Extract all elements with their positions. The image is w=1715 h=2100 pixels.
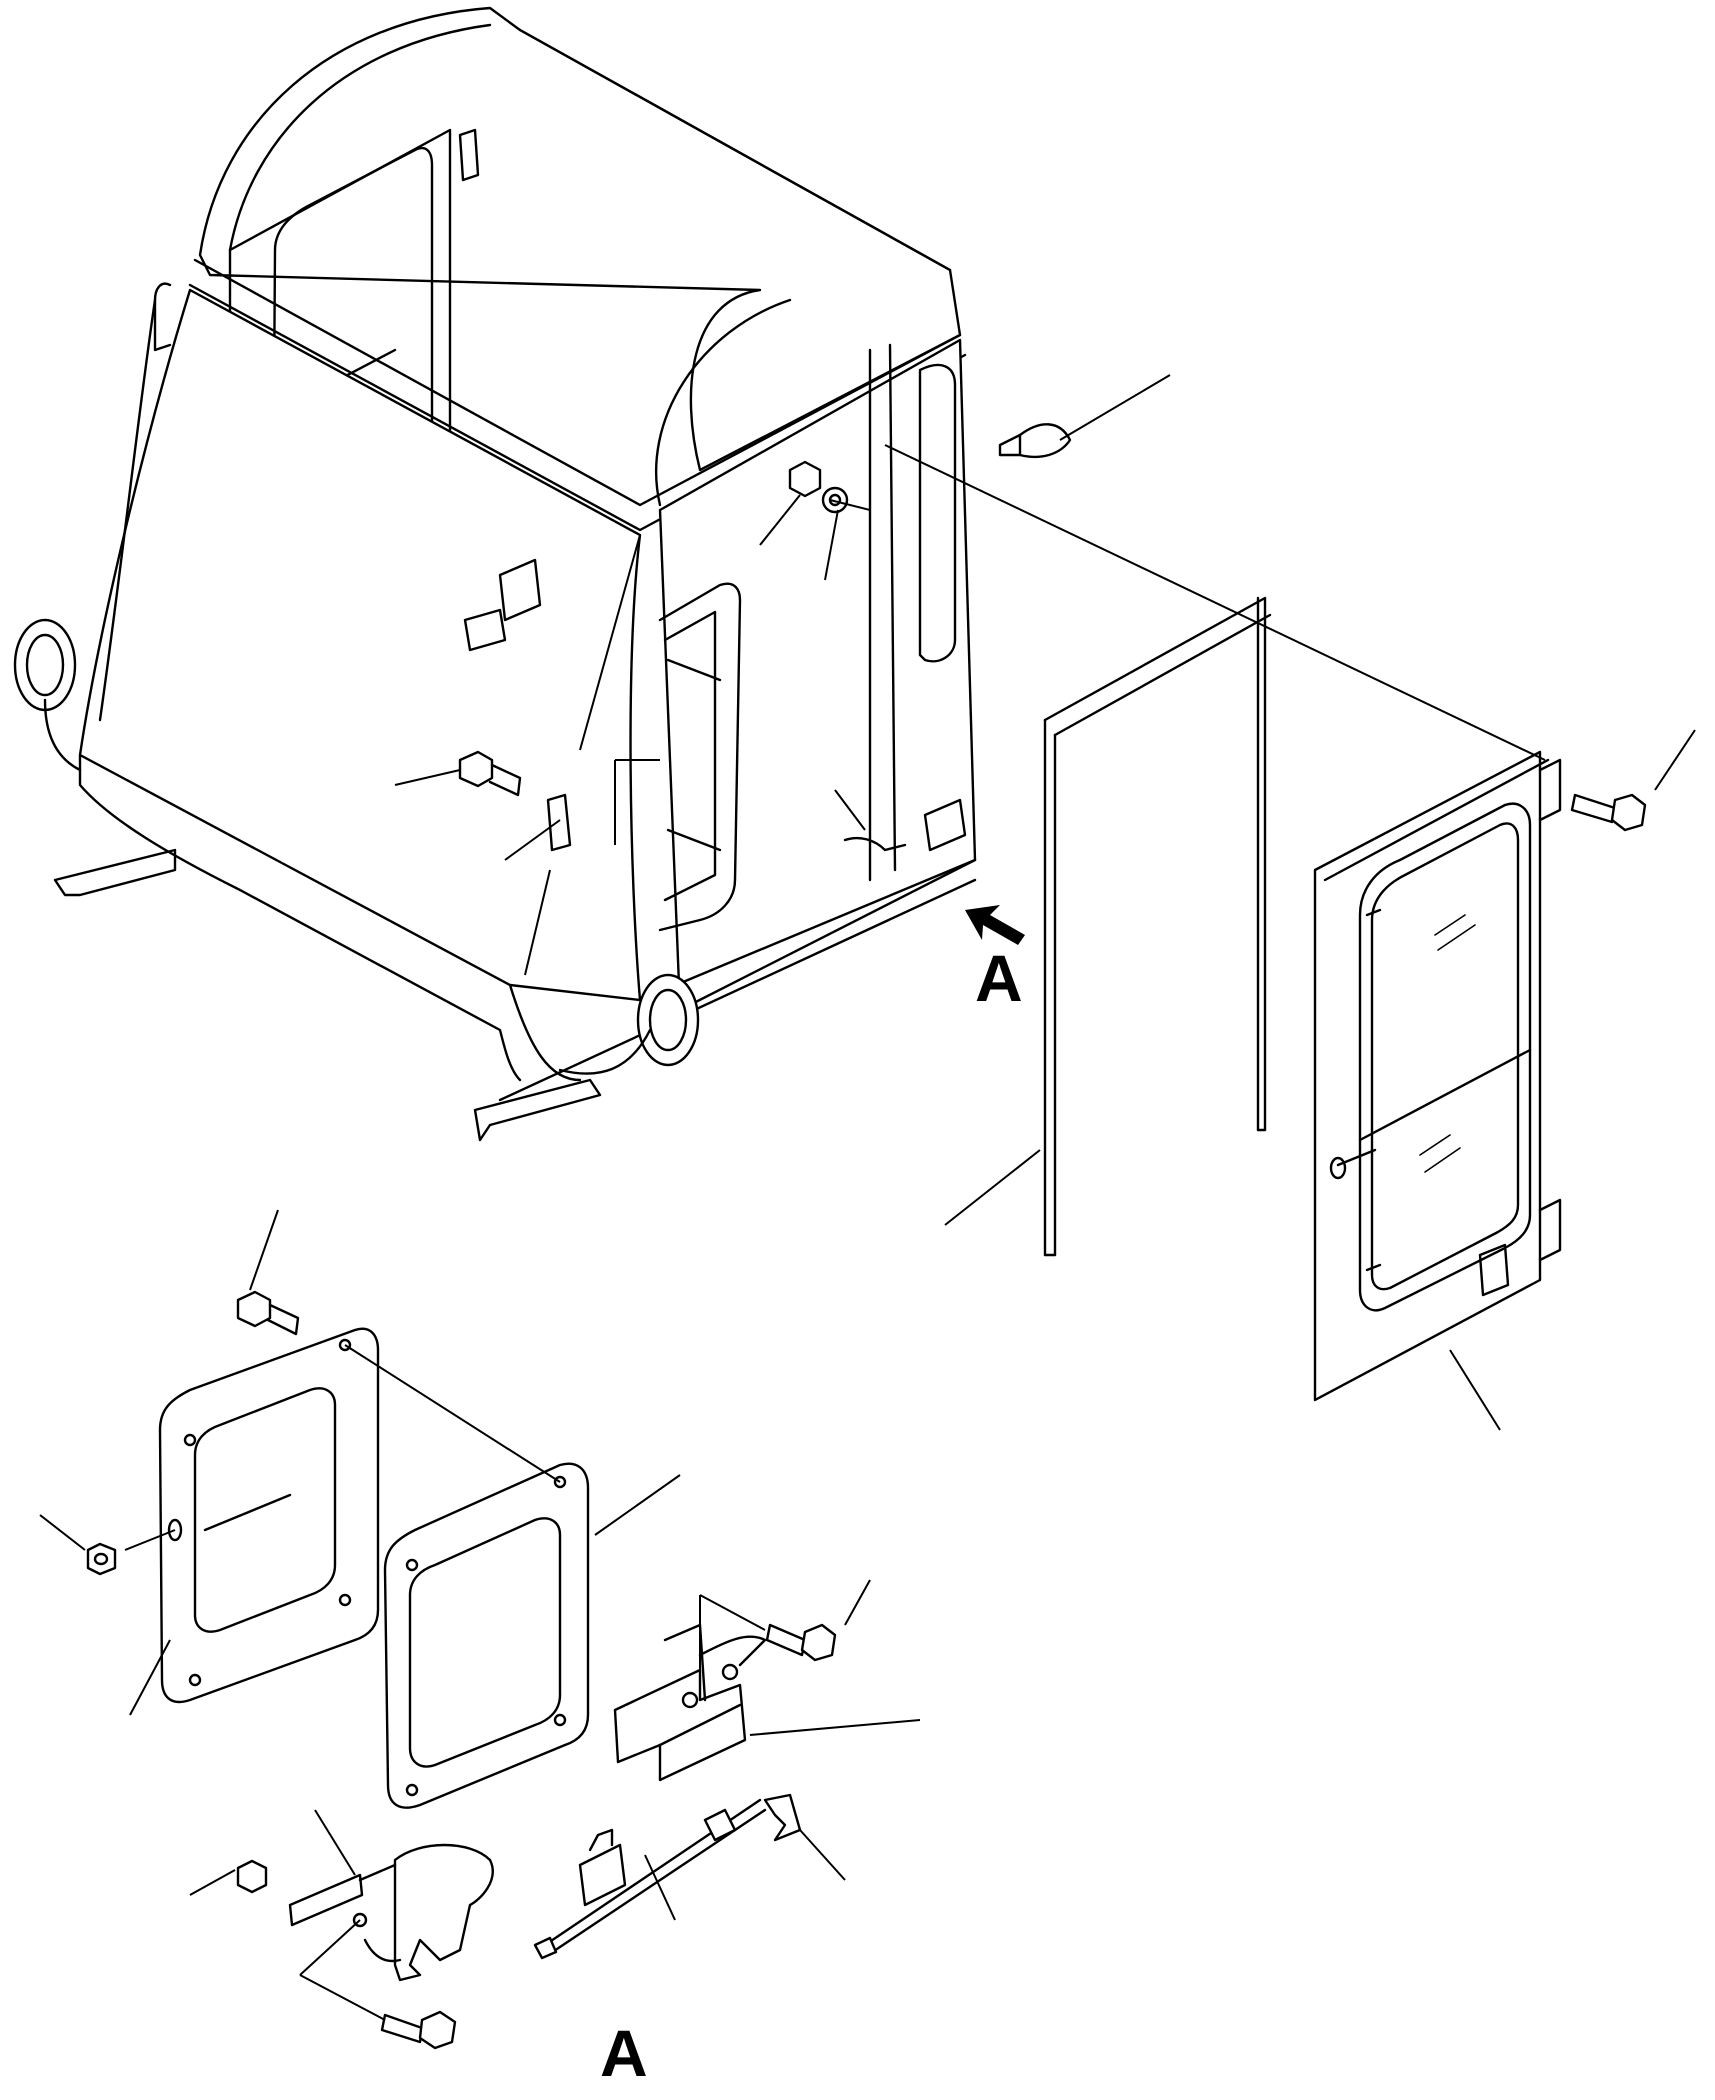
door-lock <box>1478 1243 1510 1297</box>
front-latch-bracket <box>498 558 542 622</box>
right-mirror <box>636 973 700 1067</box>
door-seal <box>1043 596 1272 1257</box>
cab-door <box>1313 750 1562 1402</box>
cab-roof <box>198 6 962 472</box>
view-arrow <box>965 905 1025 945</box>
cab-washer <box>821 486 849 514</box>
latch-bracket <box>613 1623 767 1782</box>
window-gasket <box>383 1462 590 1809</box>
left-mirror <box>13 618 77 712</box>
cab-skid-left <box>53 848 177 897</box>
window-plate <box>158 1327 380 1704</box>
cab-nut <box>788 460 822 498</box>
plate-nut <box>86 1542 117 1576</box>
cab-left-panel <box>78 288 642 1002</box>
cab-bolt <box>458 750 494 788</box>
release-cable <box>533 1798 767 1960</box>
door-bolt <box>1570 793 1647 832</box>
leader-lines <box>39 350 1696 2021</box>
plate-bolt <box>236 1290 300 1336</box>
detail-view-label: A <box>600 2016 648 2090</box>
view-arrow-label: A <box>975 941 1023 1015</box>
side-latch <box>923 798 967 852</box>
handle-nut <box>236 1859 268 1894</box>
hinge-bracket <box>546 793 572 852</box>
operator-cab <box>13 6 1072 1142</box>
left-handrail <box>153 282 172 352</box>
latch-bolt <box>765 1623 837 1662</box>
handle-bolt <box>380 2010 457 2050</box>
roof-cap <box>1018 423 1072 459</box>
inner-handle <box>288 1843 494 1982</box>
right-handrail <box>658 582 742 932</box>
lock-clip <box>763 1793 802 1842</box>
